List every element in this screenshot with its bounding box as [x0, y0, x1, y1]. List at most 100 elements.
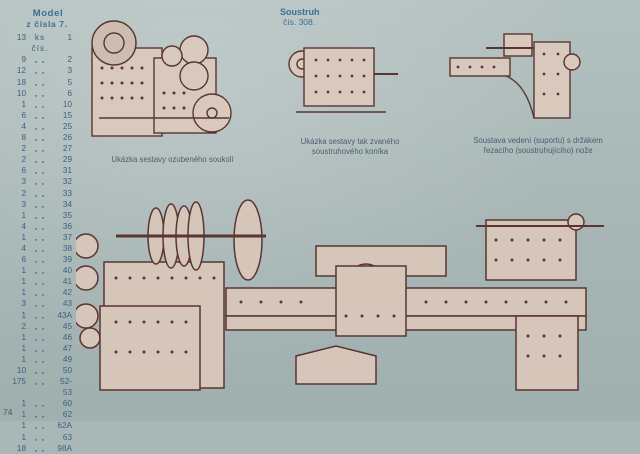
parts-mark: „ „: [34, 144, 46, 154]
parts-part: 1: [67, 33, 72, 43]
parts-list-row: 1„ „37: [8, 232, 74, 243]
parts-qty: 13: [16, 33, 26, 43]
parts-part: 43A: [57, 310, 72, 320]
parts-qty: 10: [16, 366, 26, 375]
parts-qty: 9: [21, 55, 26, 65]
parts-mark: „ „: [34, 377, 46, 387]
parts-qty: 1: [21, 354, 26, 364]
parts-part: 15: [62, 110, 72, 120]
parts-mark: „ „: [34, 399, 46, 409]
parts-list-row: 1„ „63: [8, 432, 74, 443]
parts-list-row: 18„ „98A: [8, 443, 74, 454]
parts-list-row: 1„ „62: [8, 409, 74, 420]
parts-part: 32: [62, 177, 72, 187]
parts-part: 36: [62, 221, 72, 231]
parts-mark: „ „: [34, 99, 46, 109]
parts-mark: „ „: [34, 221, 46, 231]
parts-list-row: 1„ „35: [8, 210, 74, 221]
parts-qty: 6: [21, 255, 26, 265]
parts-list-row: 1 „ „ 60: [8, 398, 74, 409]
parts-part: 62: [62, 410, 72, 420]
parts-part: 29: [62, 155, 72, 165]
parts-part: 38: [62, 243, 72, 253]
parts-mark: „ „: [34, 199, 46, 209]
parts-part: 26: [62, 133, 72, 143]
gear-assembly-caption: Ukázka sestavy ozubeného soukolí: [111, 155, 234, 164]
tool-support-caption: Soustava vedení (suportu) s držákem řeza…: [443, 136, 633, 156]
parts-qty: 1: [21, 399, 26, 409]
parts-list-subheading: z čísla 7.: [26, 19, 68, 30]
parts-qty: 18: [16, 77, 26, 87]
parts-list-row: 8„ „26: [8, 132, 74, 143]
parts-list-row: 12„ „3: [8, 65, 74, 76]
parts-list-row: 4„ „36: [8, 221, 74, 232]
parts-qty: 2: [21, 321, 26, 331]
parts-qty: 18: [16, 443, 26, 453]
parts-qty: 2: [21, 144, 26, 154]
parts-list-row: 1„ „43A: [8, 310, 74, 321]
parts-mark: „ „: [34, 66, 46, 76]
parts-qty: 4: [21, 121, 26, 131]
parts-mark: „ „: [34, 410, 46, 420]
parts-qty: 1: [21, 210, 26, 220]
parts-mark: „ „: [34, 243, 46, 253]
parts-list-row: 3 „ „ 34: [8, 199, 74, 210]
parts-part: 33: [62, 188, 72, 198]
parts-part: 50: [62, 366, 72, 375]
parts-mark: „ „: [34, 188, 46, 198]
parts-mark: „ „: [34, 166, 46, 176]
parts-qty: 2: [21, 188, 26, 198]
parts-mark: „ „: [34, 299, 46, 309]
parts-qty: 3: [21, 199, 26, 209]
parts-qty: 10: [16, 88, 26, 98]
parts-list-row: 2 „ „ 33: [8, 188, 74, 199]
parts-mark: „ „: [34, 210, 46, 220]
parts-part: 40: [62, 266, 72, 276]
parts-list-row: 6„ „39: [8, 254, 74, 265]
parts-list-row: 2„ „29: [8, 154, 74, 165]
parts-qty: 2: [21, 155, 26, 165]
parts-mark: „ „: [34, 110, 46, 120]
parts-qty: 1: [21, 421, 26, 431]
model-number: čís. 308.: [283, 17, 316, 27]
parts-part: 2: [67, 55, 72, 65]
parts-mark: „ „: [34, 88, 46, 98]
parts-list-row: 2„ „45: [8, 321, 74, 332]
parts-qty: 3: [21, 177, 26, 187]
parts-list-row: 18„ „5: [8, 77, 74, 88]
parts-mark: „ „: [34, 310, 46, 320]
parts-qty: 4: [21, 243, 26, 253]
parts-list-row: 175 „ „ 52-53: [8, 376, 74, 398]
parts-part: 34: [62, 199, 72, 209]
parts-qty: 175: [12, 377, 26, 387]
parts-mark: „ „: [34, 332, 46, 342]
parts-qty: 1: [21, 99, 26, 109]
parts-part: 3: [67, 66, 72, 76]
parts-qty: 1: [21, 277, 26, 287]
parts-mark: „ „: [34, 321, 46, 331]
parts-qty: 1: [21, 288, 26, 298]
parts-part: 63: [62, 432, 72, 442]
model-title: Soustruh: [280, 7, 320, 17]
parts-qty: 1: [21, 432, 26, 442]
parts-list-row: 1„ „47: [8, 343, 74, 354]
parts-part: 52-53: [60, 377, 72, 398]
parts-mark: „ „: [34, 288, 46, 298]
tailstock-caption-line2: soustruhového koníka: [311, 147, 389, 156]
parts-list-row: 1„ „10: [8, 99, 74, 110]
parts-list-row: 10„ „50: [8, 365, 74, 376]
parts-list-row: 3„ „32: [8, 176, 74, 187]
parts-qty: 1: [21, 332, 26, 342]
parts-list-row: 4„ „25: [8, 121, 74, 132]
parts-mark: „ „: [34, 255, 46, 265]
parts-part: 98A: [57, 443, 72, 453]
parts-qty: 8: [21, 133, 26, 143]
parts-part: 60: [62, 399, 72, 409]
tailstock-caption-line1: Ukázka sestavy tak zvaného: [300, 137, 400, 146]
parts-mark: „ „: [34, 121, 46, 131]
parts-mark: „ „: [34, 266, 46, 276]
parts-qty: 1: [21, 343, 26, 353]
parts-list-row: 3„ „43: [8, 298, 74, 309]
lathe-illustration: [76, 199, 604, 391]
